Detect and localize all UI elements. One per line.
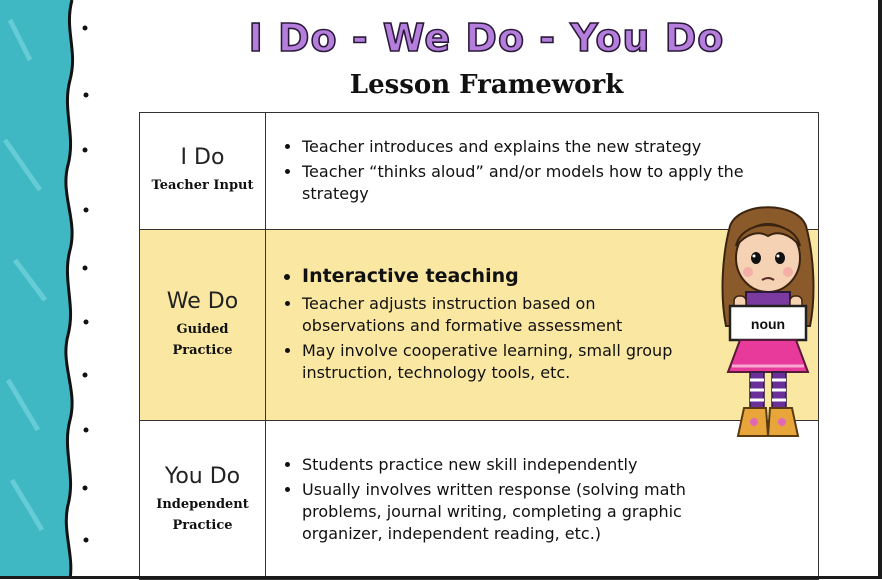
list-item: Teacher introduces and explains the new …: [302, 136, 808, 158]
list-item: Interactive teaching: [302, 265, 683, 287]
table-row: You Do Independent Practice Students pra…: [139, 420, 819, 580]
phase-label: I Do: [180, 145, 225, 171]
bullet-list: Students practice new skill independentl…: [280, 454, 728, 545]
role-label-line: Independent: [156, 497, 249, 513]
list-item: Teacher adjusts instruction based on obs…: [302, 293, 683, 337]
bullet-list: Teacher introduces and explains the new …: [280, 136, 808, 205]
slide-border-bottom: [0, 576, 882, 579]
list-item: Usually involves written response (solvi…: [302, 479, 728, 545]
role-label-line: Practice: [172, 342, 233, 358]
slide-border-right: [878, 0, 882, 579]
role-label: Independent Practice: [142, 495, 263, 535]
teal-paper-border: [0, 0, 89, 579]
role-label-line: Guided: [176, 322, 229, 338]
role-label: Teacher Input: [151, 178, 254, 194]
role-label-line: Practice: [172, 517, 233, 533]
phase-cell: You Do Independent Practice: [139, 420, 266, 580]
list-item: Students practice new skill independentl…: [302, 454, 728, 476]
phase-cell: We Do Guided Practice: [139, 229, 266, 421]
bullet-list: Interactive teaching Teacher adjusts ins…: [280, 265, 683, 384]
description-cell: Teacher introduces and explains the new …: [265, 112, 819, 230]
list-item: May involve cooperative learning, small …: [302, 340, 683, 384]
list-item: Teacher “thinks aloud” and/or models how…: [302, 161, 808, 205]
page-title: I Do - We Do - You Do: [248, 15, 725, 61]
page-subtitle: Lesson Framework: [349, 70, 624, 100]
description-cell: Students practice new skill independentl…: [265, 420, 819, 580]
phase-label: We Do: [166, 289, 239, 315]
role-label: Guided Practice: [142, 320, 263, 360]
table-row: I Do Teacher Input Teacher introduces an…: [139, 112, 819, 230]
phase-label: You Do: [164, 464, 241, 490]
sign-text: noun: [751, 316, 785, 332]
girl-holding-sign-clipart: noun: [721, 206, 815, 437]
phase-cell: I Do Teacher Input: [139, 112, 266, 230]
